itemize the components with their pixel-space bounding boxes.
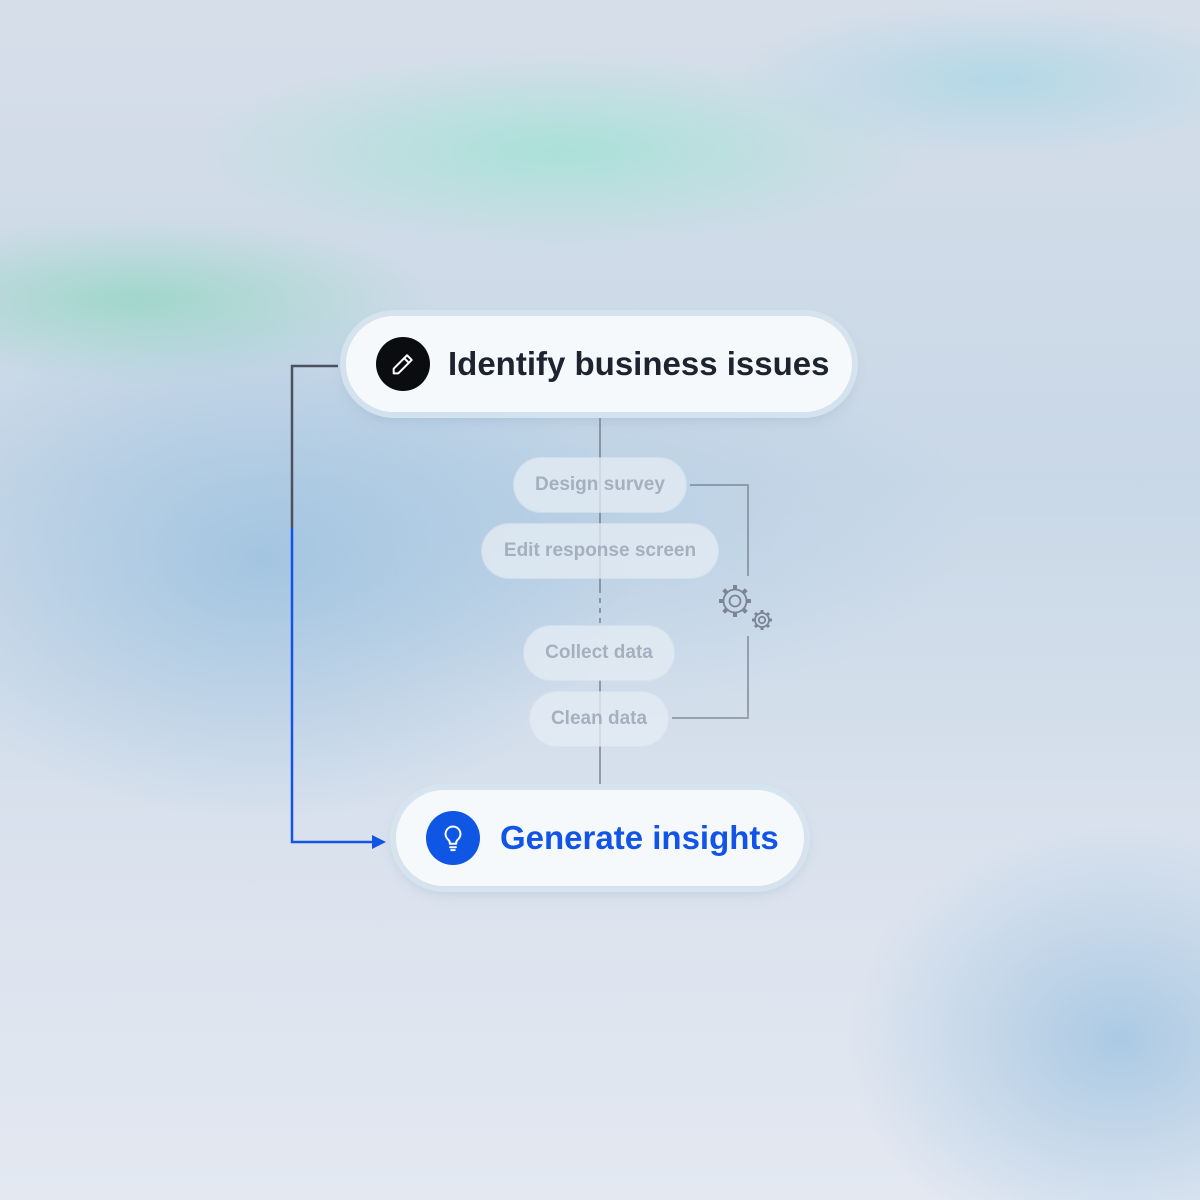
step-design-survey: Design survey	[514, 458, 686, 512]
process-bracket-top	[690, 484, 749, 576]
step-clean-data: Clean data	[530, 692, 668, 746]
node-label: Identify business issues	[448, 345, 830, 382]
step-label: Edit response screen	[503, 540, 697, 561]
step-label: Collect data	[545, 642, 653, 663]
step-collect-data: Collect data	[524, 626, 674, 680]
node-generate-insights: Generate insights	[396, 790, 804, 886]
step-edit-response-screen: Edit response screen	[482, 524, 718, 578]
gear-large	[719, 585, 751, 617]
gears-icon	[719, 585, 772, 630]
pencil-icon	[376, 337, 430, 391]
gear-small	[752, 610, 772, 630]
step-label: Design survey	[535, 474, 665, 495]
bypass-arrowhead	[372, 835, 386, 849]
bypass-connector-blue	[290, 528, 374, 844]
step-label: Clean data	[550, 708, 648, 729]
lightbulb-icon	[426, 811, 480, 865]
node-label: Generate insights	[500, 819, 779, 856]
process-bracket-bottom	[672, 636, 749, 719]
node-identify-business-issues: Identify business issues	[346, 316, 852, 412]
bypass-connector-dark	[290, 364, 338, 528]
